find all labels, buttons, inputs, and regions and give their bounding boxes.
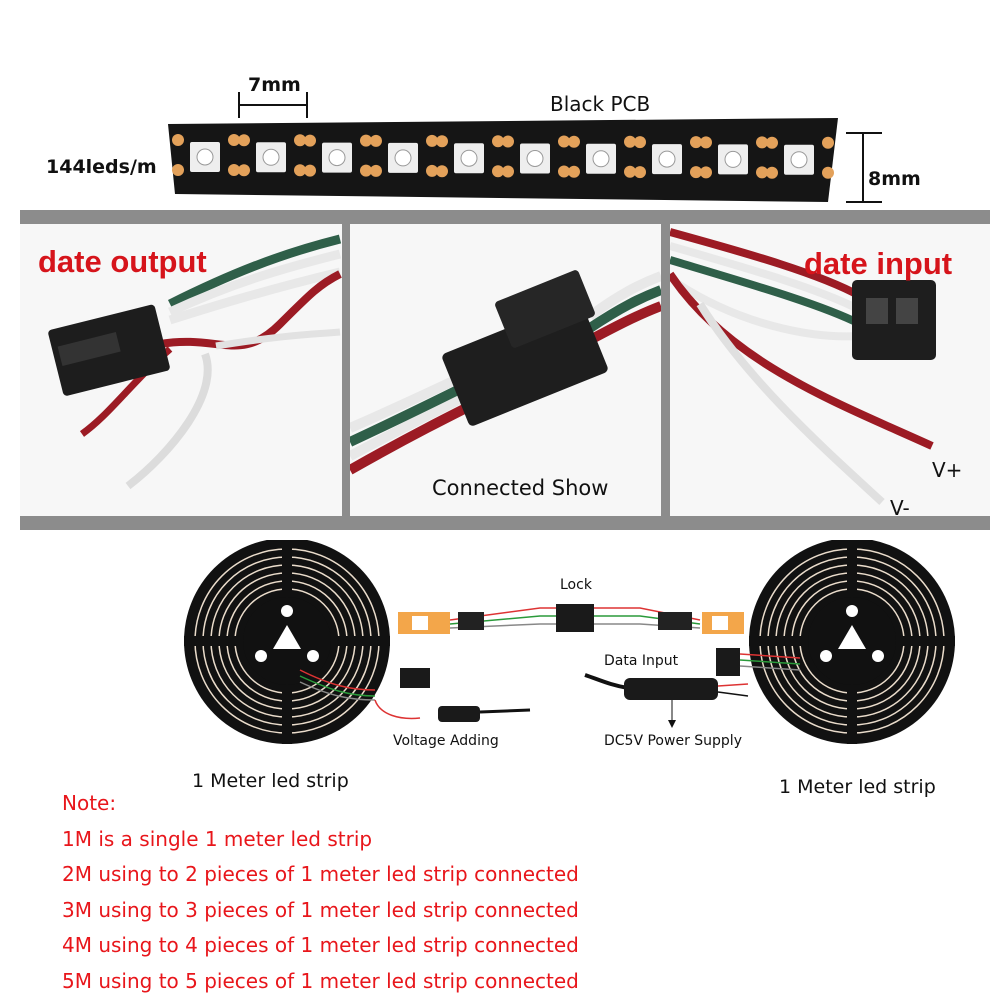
pcb-label: Black PCB — [550, 92, 651, 116]
lock-connector — [556, 604, 594, 632]
solder-pad — [690, 166, 702, 179]
data-input-title: date input — [804, 246, 953, 281]
solder-pad — [568, 165, 580, 178]
data-input-label: Data Input — [604, 653, 679, 669]
solder-pad — [304, 164, 316, 177]
solder-pad — [558, 165, 570, 178]
solder-pad — [436, 165, 448, 178]
solder-pad — [700, 166, 712, 179]
strip-pcb — [168, 118, 838, 202]
solder-pad — [294, 134, 306, 147]
solder-pad — [700, 136, 712, 149]
solder-pad — [304, 134, 316, 147]
data-output-title: date output — [38, 244, 207, 279]
solder-pad — [756, 136, 768, 149]
note-line: 5M using to 5 pieces of 1 meter led stri… — [62, 968, 579, 993]
solder-pad — [294, 164, 306, 177]
led-lens — [526, 150, 544, 167]
led-lens — [592, 150, 610, 168]
solder-pad — [766, 136, 778, 149]
solder-pad — [172, 164, 184, 176]
solder-pad — [502, 165, 514, 178]
notes-heading: Note: — [62, 791, 117, 815]
solder-pad — [756, 166, 768, 179]
left-reel-label: 1 Meter led strip — [192, 770, 349, 792]
left-reel — [184, 540, 390, 744]
led-lens — [724, 150, 742, 168]
v-plus-label: V+ — [932, 458, 963, 482]
solder-pad — [634, 166, 646, 179]
solder-pad — [502, 135, 514, 148]
note-line: 3M using to 3 pieces of 1 meter led stri… — [62, 897, 579, 922]
solder-pad — [436, 135, 448, 148]
solder-pad — [690, 136, 702, 149]
solder-pad — [492, 165, 504, 178]
solder-pad — [238, 134, 250, 147]
led-lens — [196, 148, 214, 166]
solder-pad — [822, 136, 834, 149]
v-minus-label: V- — [890, 496, 910, 516]
wiring-diagram — [184, 540, 955, 744]
led-strip-dimensions: 7mm Black PCB 144leds/m 8mm — [0, 0, 1000, 215]
width-bottom-tick — [846, 201, 882, 203]
solder-pad — [370, 134, 382, 147]
input-connector-illustration — [670, 228, 936, 505]
note-line: 4M using to 4 pieces of 1 meter led stri… — [62, 933, 579, 957]
pitch-left-tick — [238, 92, 240, 118]
solder-pad — [766, 166, 778, 179]
left-data-connector — [400, 668, 430, 688]
led-strip-image — [168, 118, 838, 202]
led-lens — [658, 150, 676, 168]
pitch-dimension-label: 7mm — [248, 74, 301, 96]
led-lens — [262, 148, 280, 166]
left-power-plug — [438, 706, 480, 722]
solder-pad — [238, 164, 250, 177]
led-lens — [328, 149, 346, 167]
led-lens — [394, 149, 412, 167]
solder-pad — [624, 165, 636, 178]
solder-pad — [568, 135, 580, 148]
power-supply-plug — [624, 678, 718, 700]
power-supply-label: DC5V Power Supply — [604, 733, 742, 749]
output-connector-illustration — [48, 234, 342, 490]
pitch-dimension-line — [240, 104, 306, 106]
data-input-connector — [716, 648, 740, 676]
connected-caption: Connected Show — [432, 476, 609, 500]
connected-photo: Connected Show — [350, 224, 661, 516]
solder-pad — [822, 166, 834, 179]
solder-pad — [492, 135, 504, 148]
data-input-photo: date input V+ V- — [670, 224, 990, 516]
density-label: 144leds/m — [46, 156, 157, 178]
solder-pad — [360, 134, 372, 147]
right-strip-led — [712, 616, 728, 630]
solder-pad — [360, 164, 372, 177]
solder-pad — [558, 135, 570, 148]
solder-pad — [624, 135, 636, 148]
width-dimension-line — [862, 133, 864, 202]
voltage-adding-label: Voltage Adding — [393, 733, 499, 749]
notes-section: Note: 1M is a single 1 meter led strip 2… — [62, 786, 962, 999]
solder-pad — [426, 134, 438, 147]
width-dimension-label: 8mm — [868, 168, 921, 190]
solder-pad — [172, 134, 184, 146]
data-output-photo: date output — [20, 224, 342, 516]
solder-pad — [228, 134, 240, 146]
left-strip-led — [412, 616, 428, 630]
connector-photo-panel: date output Connected Show — [20, 210, 990, 530]
lock-label: Lock — [560, 577, 592, 593]
solder-pad — [370, 164, 382, 177]
solder-pad — [426, 164, 438, 177]
note-line: 2M using to 2 pieces of 1 meter led stri… — [62, 862, 579, 886]
solder-pad — [634, 136, 646, 149]
right-reel — [749, 540, 955, 744]
solder-pad — [228, 164, 240, 176]
note-line: 1M is a single 1 meter led strip — [62, 826, 373, 851]
pitch-right-tick — [306, 92, 308, 118]
connected-connector-illustration — [350, 270, 661, 475]
width-top-tick — [846, 132, 882, 134]
led-lens — [790, 151, 808, 169]
led-lens — [460, 149, 478, 167]
right-reel-label: 1 Meter led strip — [779, 776, 936, 798]
